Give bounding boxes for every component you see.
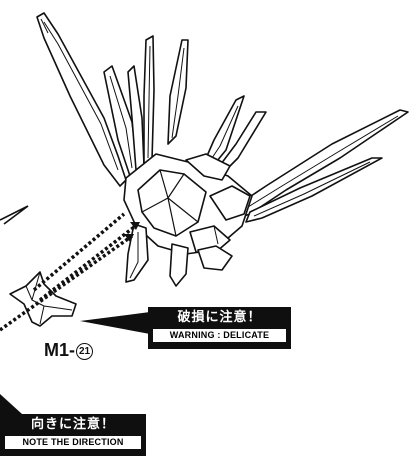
note-direction-callout: 向きに注意！ NOTE THE DIRECTION	[0, 414, 146, 456]
lower-blades	[125, 223, 233, 287]
guide-arrowheads	[124, 222, 140, 242]
warning-delicate-callout: 破損に注意！ WARNING : DELICATE	[148, 307, 291, 349]
note-direction-jp: 向きに注意！	[30, 417, 115, 432]
right-wing-blade	[231, 109, 409, 223]
part-label-prefix: M1-	[44, 340, 75, 360]
head-body	[123, 153, 253, 255]
callout-pointer-direction	[0, 394, 22, 414]
part-number-circle: 21	[76, 343, 93, 360]
head-spikes	[103, 35, 267, 177]
leader-line-left	[0, 205, 29, 225]
warning-delicate-en: WARNING : DELICATE	[153, 329, 286, 342]
callout-pointer-delicate	[80, 312, 150, 334]
assembly-guide-lines	[0, 212, 140, 332]
note-direction-en: NOTE THE DIRECTION	[5, 436, 141, 449]
part-label: M1-21	[44, 339, 93, 361]
warning-delicate-jp: 破損に注意！	[177, 310, 262, 325]
